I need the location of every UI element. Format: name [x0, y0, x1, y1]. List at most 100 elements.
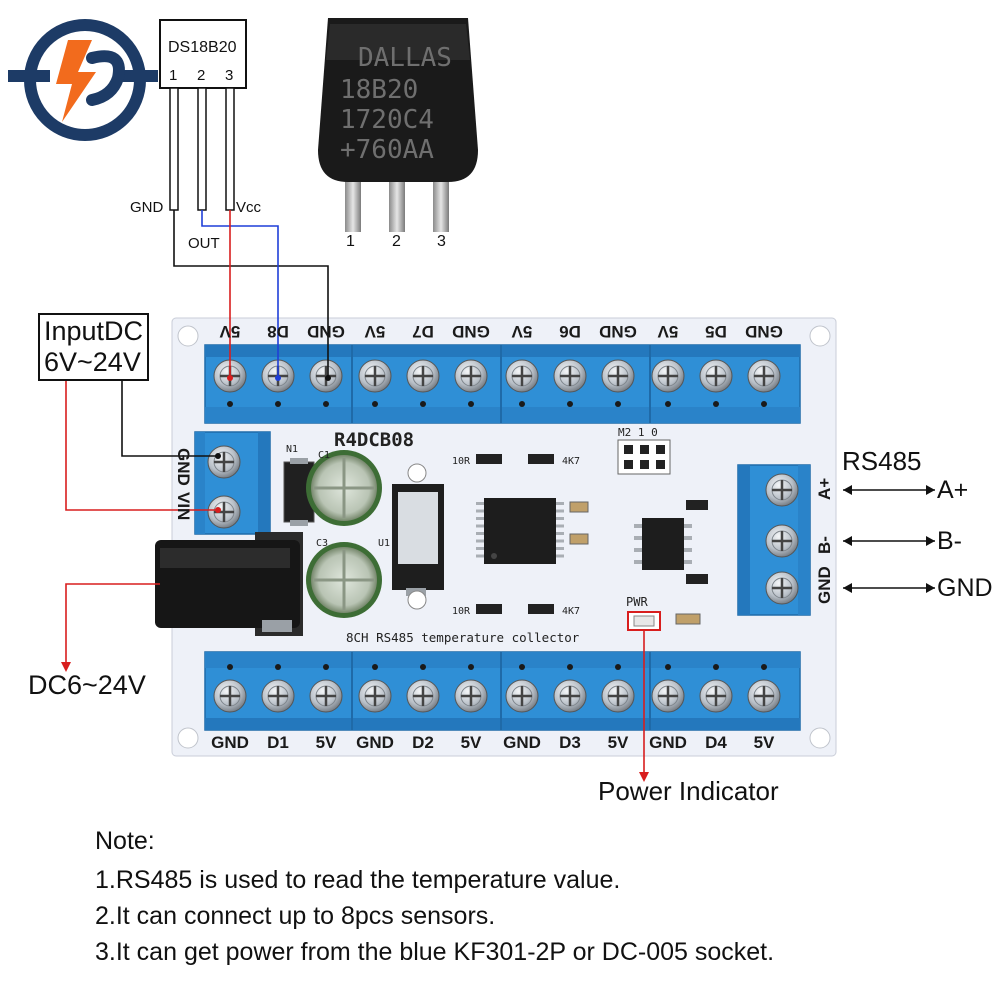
screw-icon: [747, 359, 781, 393]
wiring: [61, 210, 935, 782]
top-terminal-label: GND: [452, 322, 490, 341]
screw-icon: [601, 359, 635, 393]
sensor-name: DS18B20: [168, 39, 237, 56]
screw-icon: [765, 524, 799, 558]
bottom-terminal-label: 5V: [608, 733, 629, 752]
top-terminal-label: GND: [599, 322, 637, 341]
screw-icon: [207, 445, 241, 479]
top-terminal-label: D5: [705, 322, 727, 341]
note-item: 2.It can connect up to 8pcs sensors.: [95, 902, 496, 930]
chip-marking-2: 18B20: [340, 75, 418, 105]
screw-icon: [505, 679, 539, 713]
resistor-label: 10R: [452, 606, 471, 617]
pin-label-gnd: GND: [130, 199, 164, 216]
bottom-terminal-label: D3: [559, 733, 581, 752]
rs485-terminal-block: [737, 464, 811, 616]
chip-marking-3: 1720C4: [340, 105, 434, 135]
chip-pin-2: 2: [392, 233, 401, 250]
power-terminal-label-vin: VIN: [174, 492, 193, 520]
screw-icon: [765, 571, 799, 605]
capacitor-icon: [306, 450, 382, 526]
jumper-label: M2 1 0: [618, 426, 658, 439]
top-terminal-label: 5V: [657, 322, 678, 341]
resistor-label: 4K7: [562, 606, 580, 617]
screw-icon: [358, 359, 392, 393]
dc-jack-icon: [155, 532, 303, 636]
screw-icon: [553, 359, 587, 393]
top-terminal-label: D7: [412, 322, 434, 341]
resistor-label: 10R: [452, 456, 471, 467]
top-terminal-label: GND: [745, 322, 783, 341]
screw-icon: [651, 359, 685, 393]
screw-icon: [406, 679, 440, 713]
screw-icon: [651, 679, 685, 713]
screw-icon: [699, 679, 733, 713]
screw-icon: [699, 359, 733, 393]
screw-icon: [207, 495, 241, 529]
screw-icon: [309, 679, 343, 713]
screw-icon: [454, 359, 488, 393]
chip-pin-1: 1: [346, 233, 355, 250]
power-terminal-label-gnd: GND: [174, 448, 193, 486]
rs485-terminal-label-gnd: GND: [815, 566, 834, 604]
bottom-terminal-label: 5V: [461, 733, 482, 752]
screw-icon: [601, 679, 635, 713]
bottom-terminal-label: D2: [412, 733, 434, 752]
rs485-terminal-label-b: B-: [815, 536, 834, 554]
top-terminal-label: 5V: [364, 322, 385, 341]
top-terminal-label: 5V: [219, 322, 240, 341]
bottom-terminal-block: [204, 651, 801, 731]
resistor-label: 4K7: [562, 456, 580, 467]
bottom-terminal-label: GND: [211, 733, 249, 752]
input-dc-box: InputDC 6V~24V: [38, 313, 150, 381]
input-dc-label: InputDC: [44, 316, 144, 346]
top-terminal-label: D8: [267, 322, 289, 341]
screw-icon: [553, 679, 587, 713]
screw-icon: [454, 679, 488, 713]
c1-label: C1: [318, 450, 330, 461]
u1-label: U1: [378, 538, 390, 549]
chip-pin-3: 3: [437, 233, 446, 250]
screw-icon: [765, 473, 799, 507]
logo-icon: [8, 19, 158, 141]
sensor-pin-2: 2: [197, 67, 205, 84]
bottom-terminal-label: D1: [267, 733, 289, 752]
note-item: 1.RS485 is used to read the temperature …: [95, 866, 621, 894]
c3-label: C3: [316, 538, 328, 549]
bottom-terminal-label: GND: [356, 733, 394, 752]
board-caption: 8CH RS485 temperature collector: [346, 630, 580, 645]
smd-parts: [407, 439, 708, 625]
pwr-label: PWR: [626, 595, 648, 609]
input-dc-range: 6V~24V: [44, 347, 141, 377]
rs485-chip: [634, 518, 692, 570]
screw-icon: [358, 679, 392, 713]
capacitor-icon: [306, 542, 382, 618]
wire-ends: [215, 375, 331, 513]
top-terminal-block: [204, 344, 801, 424]
rs485-line-b: B-: [937, 527, 962, 555]
n1-label: N1: [286, 444, 298, 455]
top-terminal-label: GND: [307, 322, 345, 341]
note-item: 3.It can get power from the blue KF301-2…: [95, 938, 775, 966]
chip-marking-4: +760AA: [340, 135, 434, 165]
sensor-pin-3: 3: [225, 67, 233, 84]
chip-marking-1: DALLAS: [358, 43, 452, 73]
mcu-chip: [476, 498, 564, 564]
chip-icon: [318, 18, 478, 232]
bottom-terminal-label: 5V: [754, 733, 775, 752]
screw-icon: [261, 679, 295, 713]
board-model: R4DCB08: [334, 429, 414, 451]
dc-jack-label: DC6~24V: [28, 670, 146, 700]
rs485-line-gnd: GND: [937, 574, 993, 602]
bottom-terminal-label: 5V: [316, 733, 337, 752]
screw-icon: [747, 679, 781, 713]
rs485-line-a: A+: [937, 476, 969, 504]
rs485-title: RS485: [842, 446, 922, 476]
bottom-terminal-label: D4: [705, 733, 727, 752]
note-title: Note:: [95, 827, 155, 855]
bottom-terminal-label: GND: [649, 733, 687, 752]
power-indicator-label: Power Indicator: [598, 776, 779, 806]
screw-icon: [406, 359, 440, 393]
